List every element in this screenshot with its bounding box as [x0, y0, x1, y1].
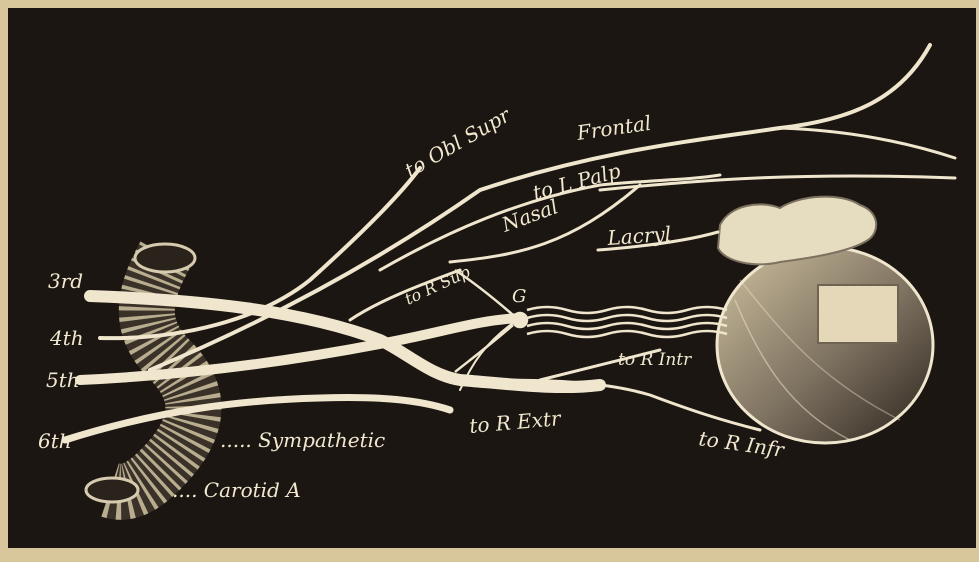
label-lacryl: Lacryl: [606, 222, 672, 250]
cornea-window: [818, 285, 898, 343]
label-4th: 4th: [49, 326, 84, 350]
label-to-r-int: to R Intr: [618, 350, 692, 370]
label-3rd: 3rd: [48, 269, 83, 293]
label-5th: 5th: [46, 368, 80, 392]
label-6th: 6th: [38, 429, 72, 453]
eyeball: [717, 247, 933, 443]
label-carotid: .... Carotid A: [172, 478, 301, 502]
label-sympathetic: ..... Sympathetic: [220, 428, 385, 452]
label-ganglion: G: [512, 286, 526, 307]
